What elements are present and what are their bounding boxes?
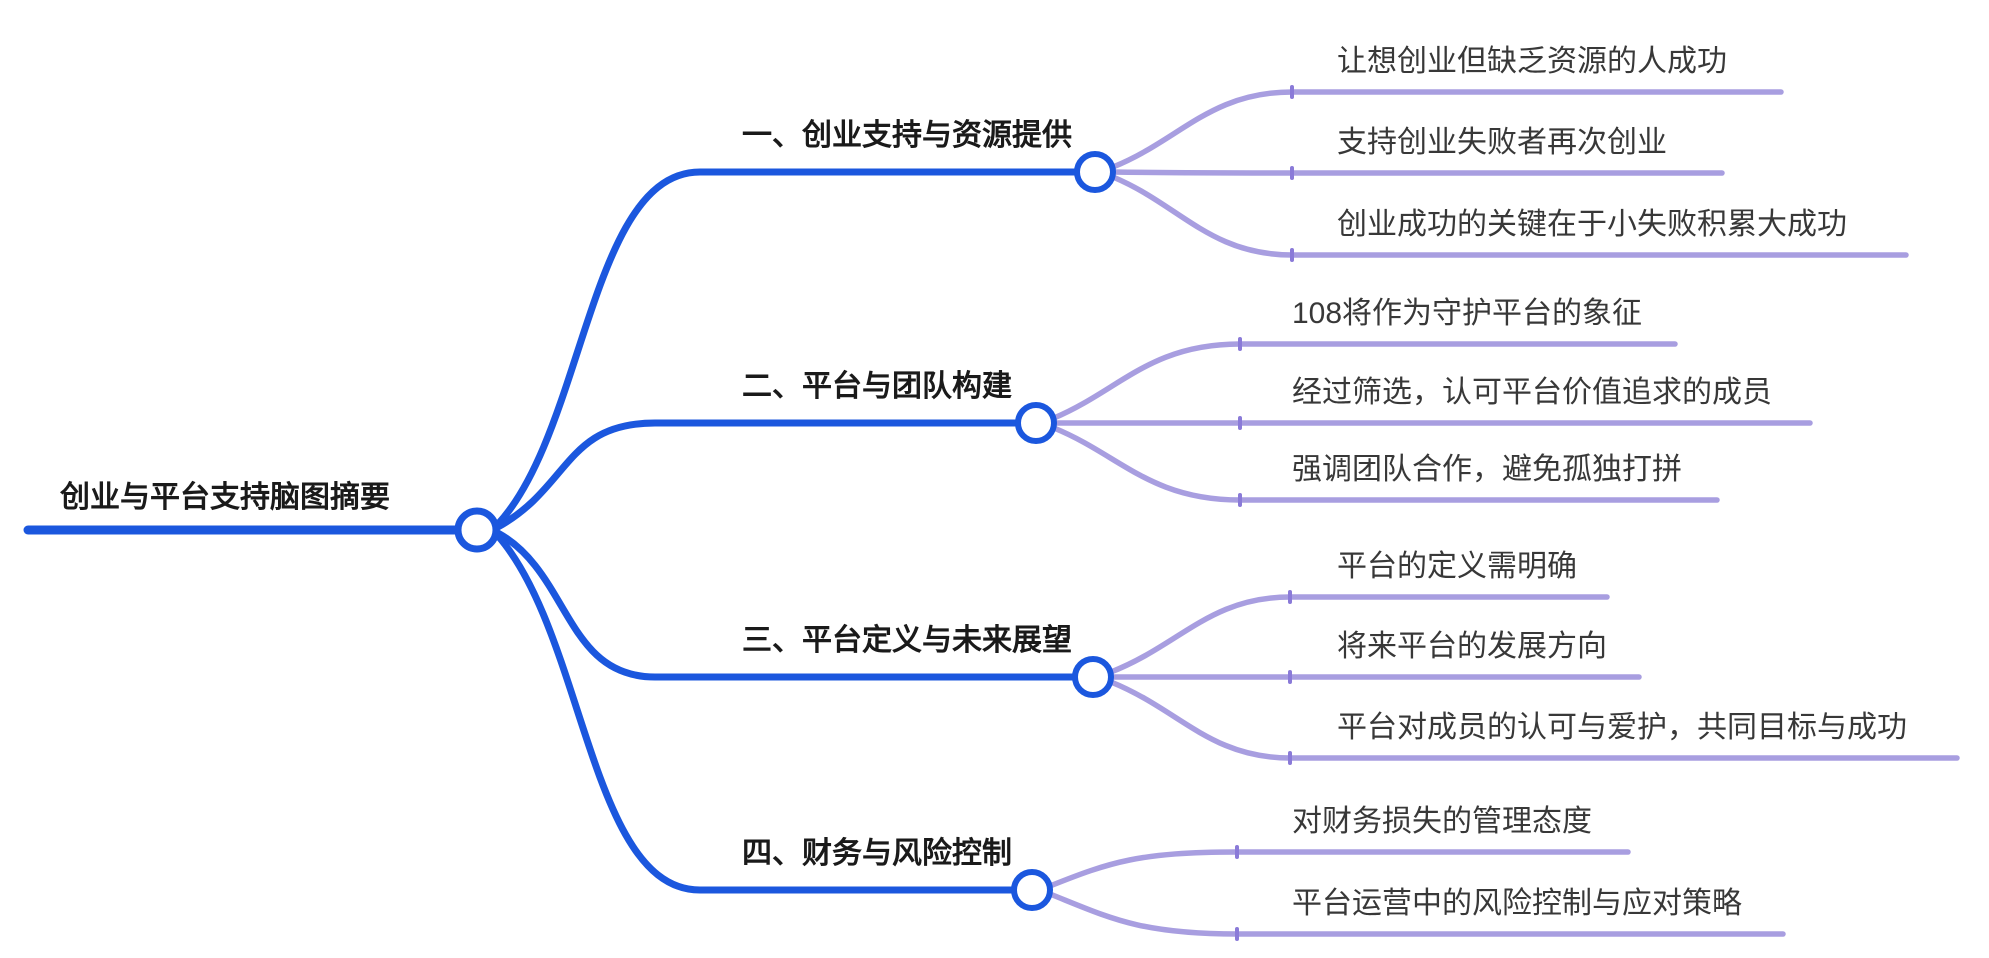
branch-3-label: 三、平台定义与未来展望 [742, 624, 1072, 657]
root-node-circle[interactable] [454, 507, 500, 553]
connector-child-1-1 [1110, 89, 1784, 170]
edge-branch-3 [494, 529, 1080, 681]
child-1-2-label: 支持创业失败者再次创业 [1337, 126, 1667, 159]
edge-branch-4 [494, 532, 1019, 894]
connector-child-1-3 [1110, 174, 1909, 258]
connector-child-2-3 [1051, 425, 1720, 503]
edge-branch-1 [494, 168, 1082, 528]
branch-3-node-circle[interactable] [1072, 656, 1114, 698]
child-3-2-label: 将来平台的发展方向 [1337, 630, 1607, 663]
child-1-1-label: 让想创业但缺乏资源的人成功 [1337, 45, 1727, 78]
connector-child-3-1 [1108, 594, 1610, 675]
child-2-2-label: 经过筛选，认可平台价值追求的成员 [1292, 376, 1772, 409]
child-4-1-label: 对财务损失的管理态度 [1292, 805, 1592, 838]
child-2-1-label: 108将作为守护平台的象征 [1292, 297, 1643, 330]
connector-child-4-2 [1047, 891, 1786, 937]
root-label: 创业与平台支持脑图摘要 [60, 481, 390, 514]
child-3-1-label: 平台的定义需明确 [1337, 550, 1577, 583]
branch-2-label: 二、平台与团队构建 [742, 370, 1012, 403]
child-1-3-label: 创业成功的关键在于小失败积累大成功 [1337, 208, 1847, 241]
branch-1-label: 一、创业支持与资源提供 [742, 119, 1072, 152]
branch-4-label: 四、财务与风险控制 [742, 837, 1012, 870]
branch-2-node-circle[interactable] [1015, 402, 1057, 444]
child-3-3-label: 平台对成员的认可与爱护，共同目标与成功 [1337, 711, 1907, 744]
connector-child-1-2 [1110, 169, 1725, 176]
connector-child-4-1 [1047, 849, 1631, 889]
connector-child-3-3 [1108, 679, 1960, 761]
edge-branch-2 [494, 419, 1023, 531]
branch-4-node-circle[interactable] [1011, 869, 1053, 911]
child-2-3-label: 强调团队合作，避免孤独打拼 [1292, 453, 1682, 486]
branch-1-node-circle[interactable] [1074, 151, 1116, 193]
child-4-2-label: 平台运营中的风险控制与应对策略 [1292, 887, 1742, 920]
connector-child-2-1 [1051, 341, 1678, 421]
